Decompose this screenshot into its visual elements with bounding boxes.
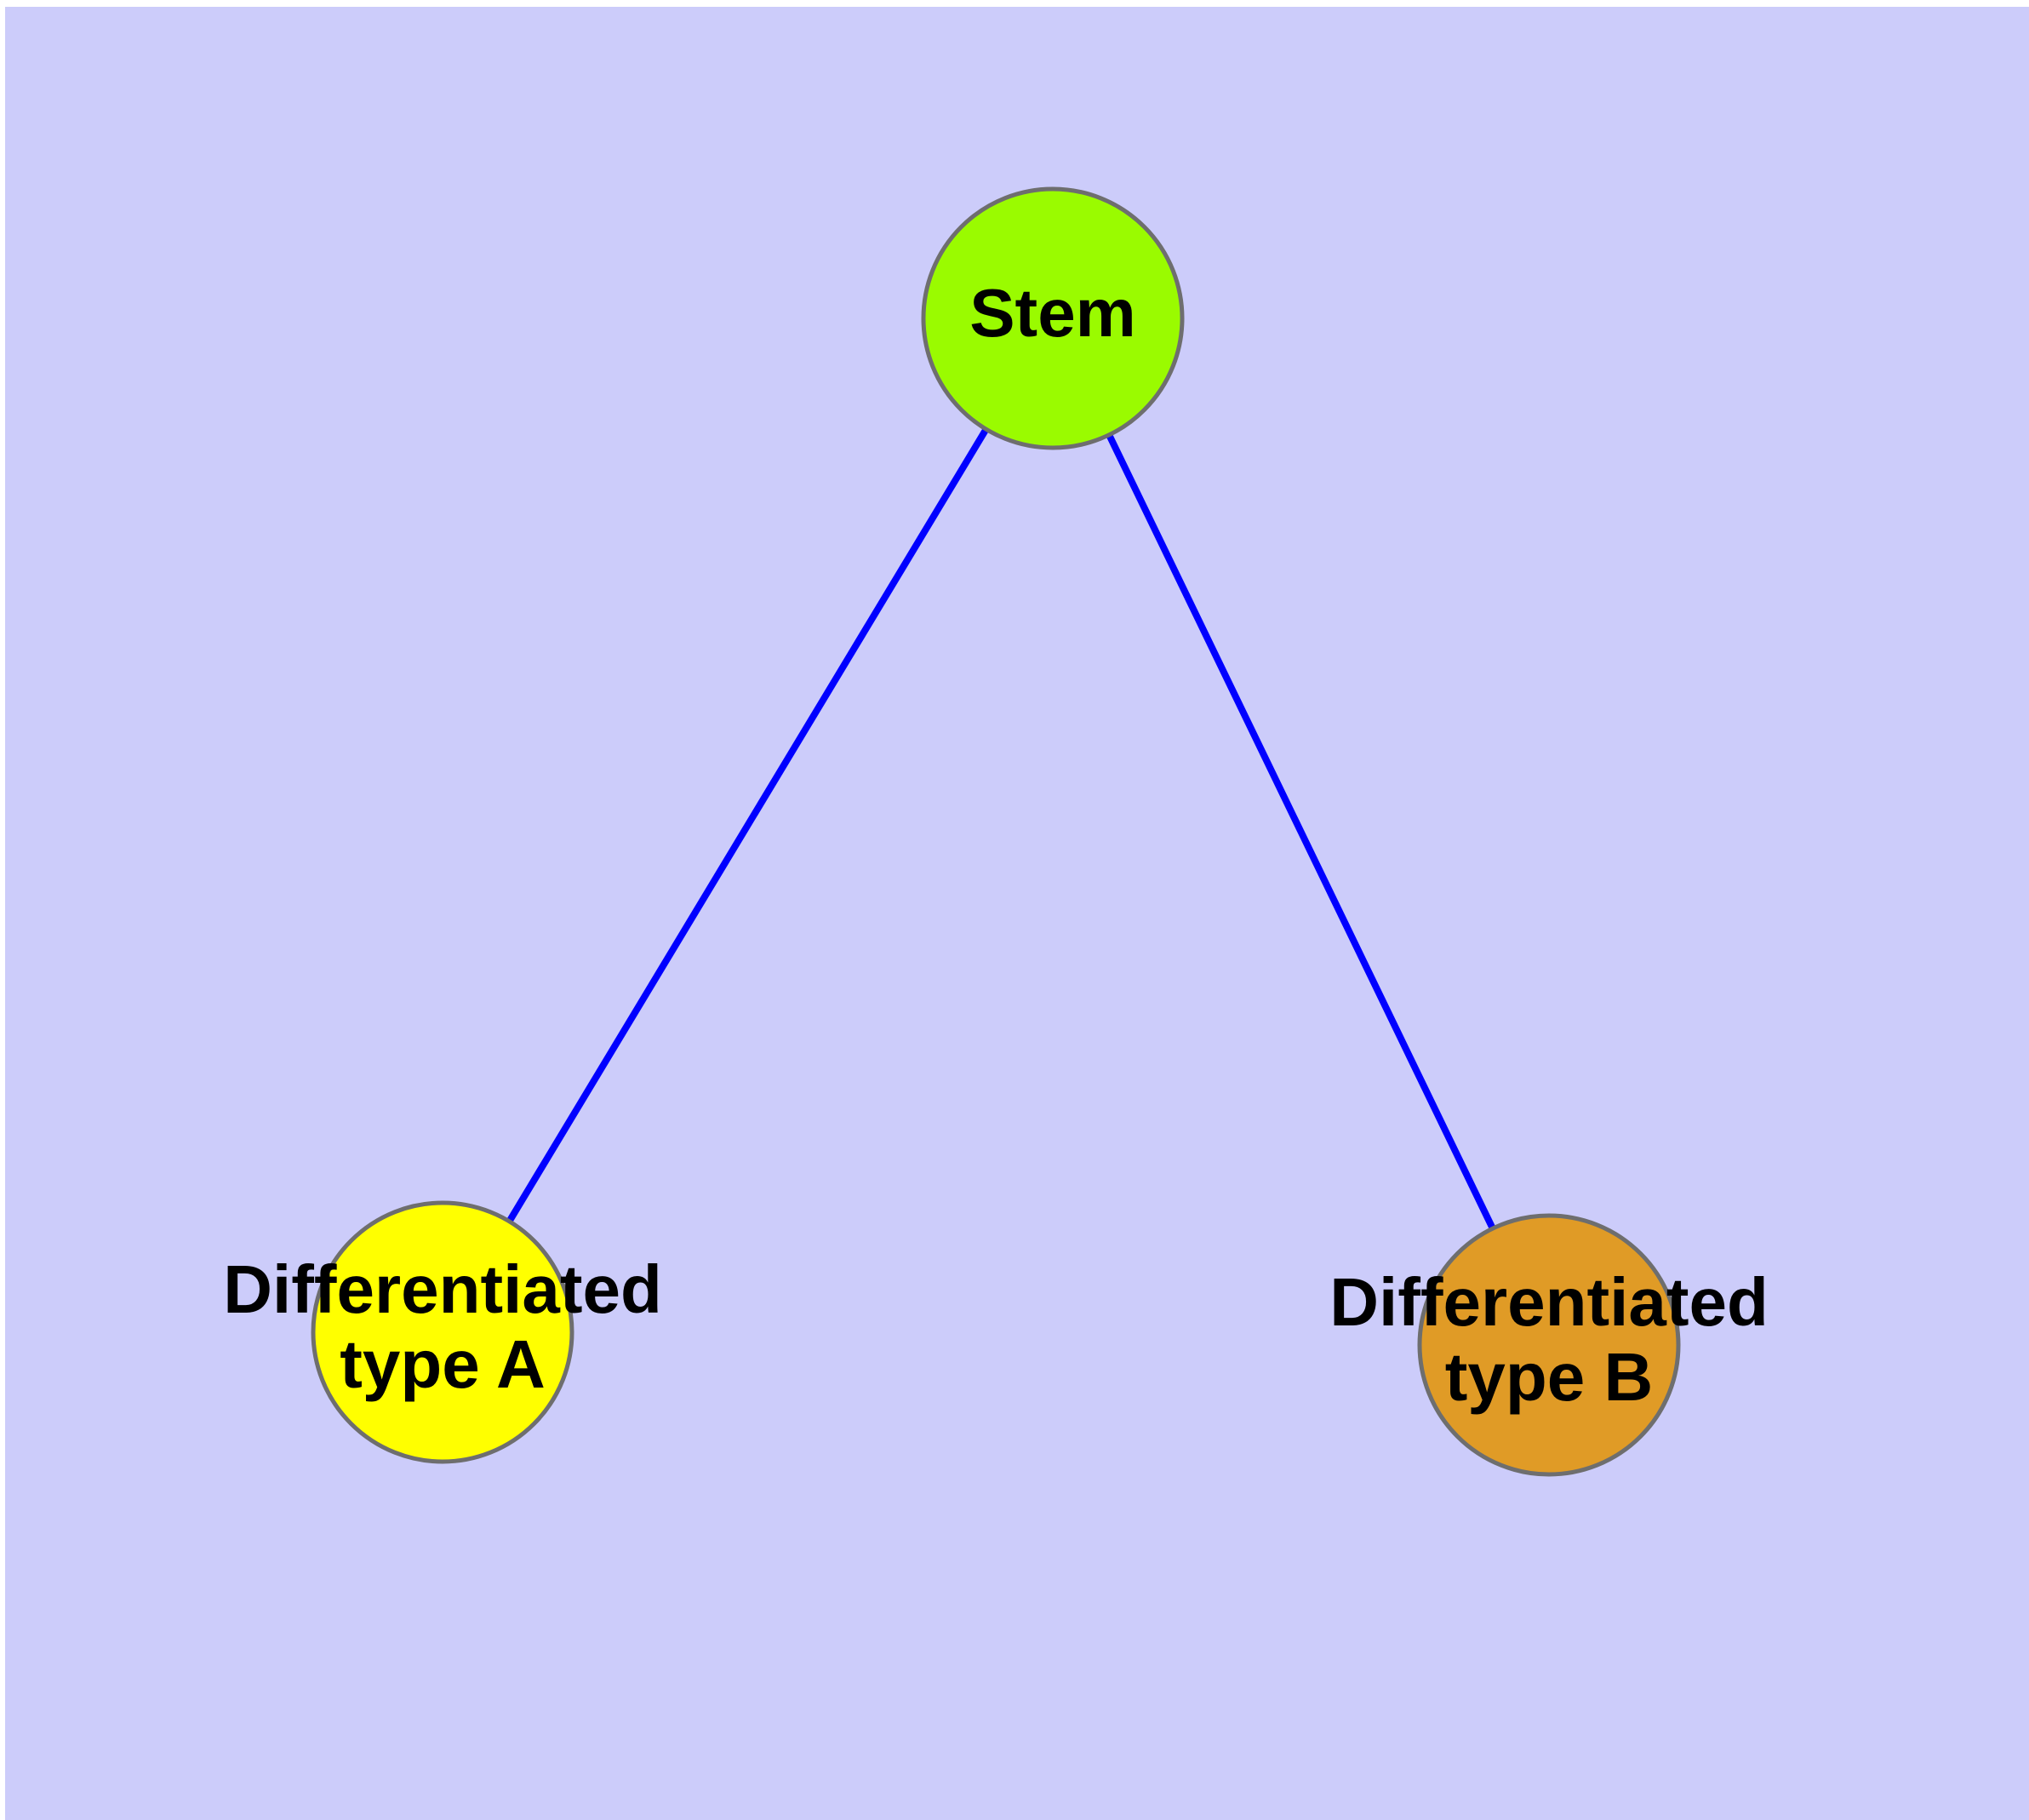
graph-node-diff_a[interactable] [311,1200,574,1464]
edges-layer [503,423,1499,1235]
graph-edge [1103,428,1499,1235]
label-line: Differentiated [223,1251,662,1327]
graph-node-label-stem: Stem [969,275,1136,351]
label-line: type A [340,1326,546,1402]
label-line: Stem [969,275,1136,351]
graph-node-diff_b[interactable] [1417,1213,1681,1477]
label-line: type B [1445,1339,1654,1415]
graph-node-stem[interactable] [921,186,1185,450]
nodes-layer [311,186,1681,1477]
graph-edge [503,423,992,1228]
label-line: Differentiated [1329,1264,1769,1340]
